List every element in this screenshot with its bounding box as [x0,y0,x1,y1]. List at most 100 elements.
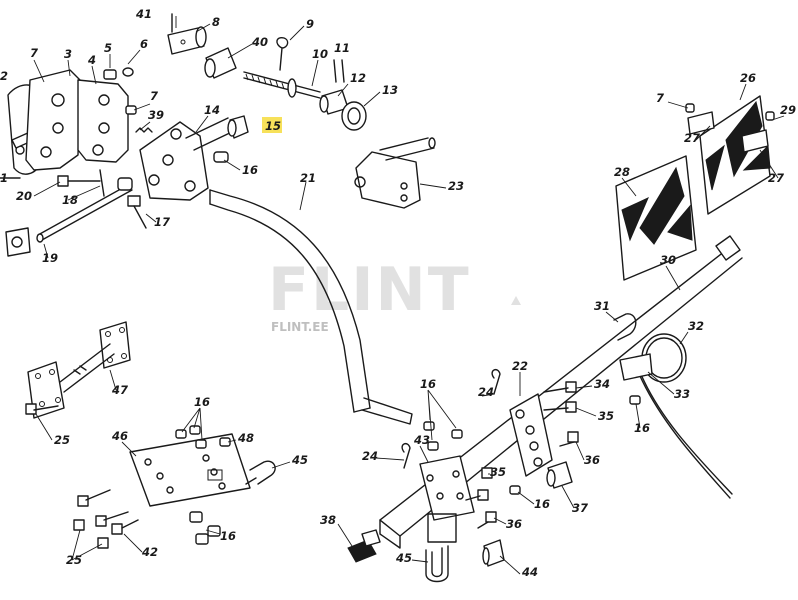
label-10: 10 [312,47,328,61]
part-4-hole-2 [98,122,110,134]
label-31: 31 [594,299,610,313]
label-27-b: 27 [768,171,784,185]
part-47-bracket [27,321,131,419]
part-46-plate [129,433,251,507]
label-41: 41 [135,7,152,21]
label-5: 5 [104,41,112,55]
leader-lines [33,16,785,575]
part-spacer [117,177,133,191]
label-23: 23 [448,179,464,193]
part-43-bracket [419,455,475,543]
label-45-left: 45 [291,453,308,467]
part-34-bolt [543,381,577,393]
part-44-bushing [482,539,505,567]
part-33-cable [639,371,733,499]
part-28-reflector [615,155,697,281]
label-28: 28 [614,165,630,179]
label-16-46: 16 [194,395,210,409]
label-24-lower: 24 [362,449,378,463]
part-3-hole-2 [52,122,64,134]
part-3-hole [51,93,65,107]
part-19-rod [36,184,133,243]
part-19-plate-hole [11,236,23,248]
watermark: FLINT FLINT.EE [268,255,521,334]
part-36-bolt-right [559,431,579,447]
label-20: 20 [16,189,32,203]
label-34: 34 [594,377,610,391]
linkage-assembly [0,13,207,257]
part-4-plate [77,79,129,163]
label-46: 46 [111,429,128,443]
part-24-clip-lower [401,442,411,469]
label-17: 17 [154,215,170,229]
part-19-plate [5,227,31,257]
part-35-bolt-43 [465,467,493,501]
highlight-15 [262,117,282,133]
label-37: 37 [572,501,588,515]
label-35-mid: 35 [490,465,506,479]
label-16-right: 16 [634,421,650,435]
part-38-cap [347,529,381,563]
label-7-top: 7 [30,46,38,60]
label-24-upper: 24 [478,385,494,399]
part-6-washer [122,67,134,77]
label-35-right: 35 [598,409,614,423]
label-48: 48 [237,431,254,445]
label-45-bottom: 45 [395,551,412,565]
part-33-bracket [619,353,653,381]
part-24-clip-upper [491,368,501,395]
part-35-bolt-right [543,401,577,413]
part-9-clip [276,36,289,71]
part-17-bolt [127,195,147,229]
part-5-nut [103,69,117,80]
label-12: 12 [350,71,366,85]
part-3-hole-3 [40,146,52,158]
part-23-bracket [354,137,436,209]
label-30: 30 [660,253,676,267]
part-20-bolt [57,175,101,187]
part-4-hole [98,94,110,106]
part-labels: 41 8 9 40 6 5 7 3 4 11 10 12 13 2 7 39 1… [0,7,796,579]
part-7-nut [125,105,137,115]
label-16-bottom-left: 16 [220,529,236,543]
part-25-bolt-left [25,403,59,415]
label-14: 14 [204,103,220,117]
part-22-bracket [509,393,553,477]
part-16-nut-top [213,151,229,163]
label-7-mid: 7 [150,89,158,103]
part-3-plate [25,69,81,171]
label-16-a: 16 [242,163,258,177]
part-16-nut-bottom [509,485,521,495]
part-16-nuts-43 [423,421,463,451]
part-4-hole-3 [92,144,104,156]
part-40-bushing [204,47,237,79]
part-26-reflector [699,95,771,215]
part-8-bushing [167,26,207,55]
part-7-screw-reflector [685,103,695,113]
label-43: 43 [413,433,430,447]
part-29-screw [765,111,775,121]
label-39: 39 [148,108,164,122]
label-25-top: 25 [54,433,70,447]
label-16-43: 16 [420,377,436,391]
label-15: 15 [265,119,281,133]
part-39-spring [135,127,153,133]
label-36-mid: 36 [506,517,522,531]
label-6: 6 [140,37,148,51]
watermark-site: FLINT.EE [271,320,329,334]
label-42: 42 [141,545,158,559]
part-45-ubolt-left [245,460,276,485]
label-33: 33 [674,387,690,401]
part-16-nut-right [629,395,641,405]
part-31-clamp [613,313,637,341]
label-36-right: 36 [584,453,600,467]
label-21: 21 [300,171,316,185]
label-1: 1 [0,171,8,185]
label-13: 13 [382,83,398,97]
label-44: 44 [521,565,538,579]
part-18-pin [99,169,105,197]
part-42-bolts [73,489,139,549]
part-36-bolt-43 [477,511,497,529]
label-9: 9 [306,17,314,31]
